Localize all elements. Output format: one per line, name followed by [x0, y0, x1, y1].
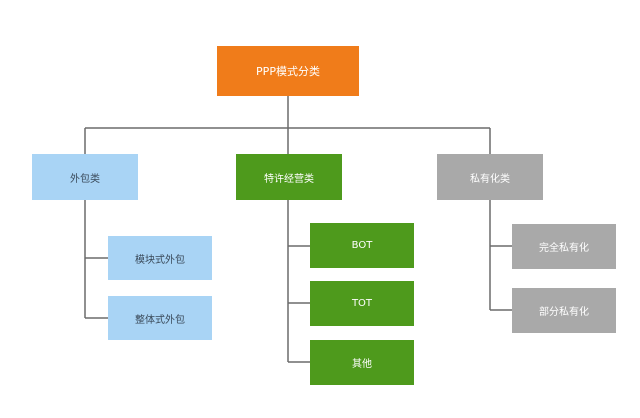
leaf-overall-outsourcing: 整体式外包 [108, 296, 212, 340]
leaf-modular-outsourcing-label: 模块式外包 [135, 254, 185, 266]
category-concession: 特许经营类 [236, 154, 342, 200]
leaf-bot: BOT [310, 223, 414, 268]
root-node: PPP模式分类 [217, 46, 359, 96]
category-privatization-label: 私有化类 [470, 173, 510, 185]
leaf-partial-privatization-label: 部分私有化 [539, 307, 589, 318]
category-outsourcing: 外包类 [32, 154, 138, 200]
leaf-bot-label: BOT [351, 240, 373, 251]
category-privatization: 私有化类 [437, 154, 543, 200]
category-outsourcing-label: 外包类 [70, 173, 100, 185]
leaf-overall-outsourcing-label: 整体式外包 [135, 314, 185, 326]
leaf-other-label: 其他 [352, 359, 372, 370]
leaf-full-privatization: 完全私有化 [512, 224, 616, 269]
leaf-full-privatization-label: 完全私有化 [539, 243, 589, 254]
root-node-label: PPP模式分类 [256, 65, 320, 78]
category-concession-label: 特许经营类 [264, 173, 314, 185]
leaf-partial-privatization: 部分私有化 [512, 288, 616, 333]
leaf-tot: TOT [310, 281, 414, 326]
leaf-modular-outsourcing: 模块式外包 [108, 236, 212, 280]
leaf-tot-label: TOT [351, 298, 373, 309]
leaf-other: 其他 [310, 340, 414, 385]
